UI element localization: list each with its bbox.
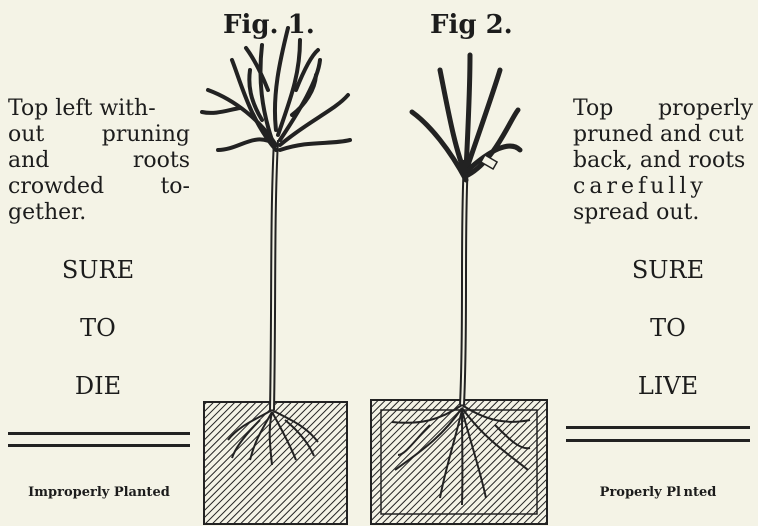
fig1-tree-illustration (0, 0, 758, 526)
